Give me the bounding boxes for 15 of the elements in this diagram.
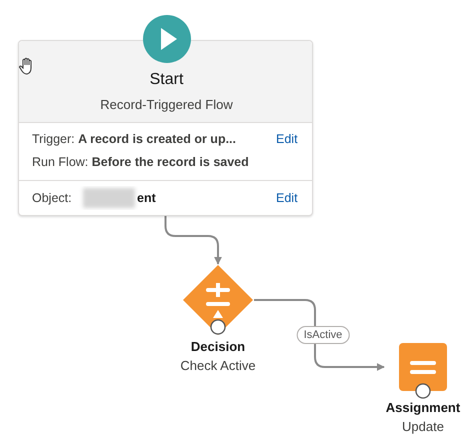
run-flow-text: Run Flow: Before the record is saved <box>32 155 249 169</box>
edit-link: Edit <box>276 191 298 205</box>
connector-arrow <box>164 216 222 265</box>
edit-link: Edit <box>276 132 298 146</box>
trigger-text: Trigger: A record is created or up... <box>32 132 236 146</box>
connector-arrow <box>254 299 385 371</box>
node-subtitle: Record-Triggered Flow <box>99 97 234 112</box>
node-title: Start <box>148 71 184 89</box>
object-value: ent <box>137 191 156 205</box>
node-type: Decision <box>190 339 246 354</box>
node-label: Update <box>401 419 445 434</box>
edge-label: IsActive <box>296 326 350 344</box>
node-type: Assignment <box>384 400 462 415</box>
field-label: Object: <box>32 191 72 205</box>
node-label: Check Active <box>179 358 257 373</box>
